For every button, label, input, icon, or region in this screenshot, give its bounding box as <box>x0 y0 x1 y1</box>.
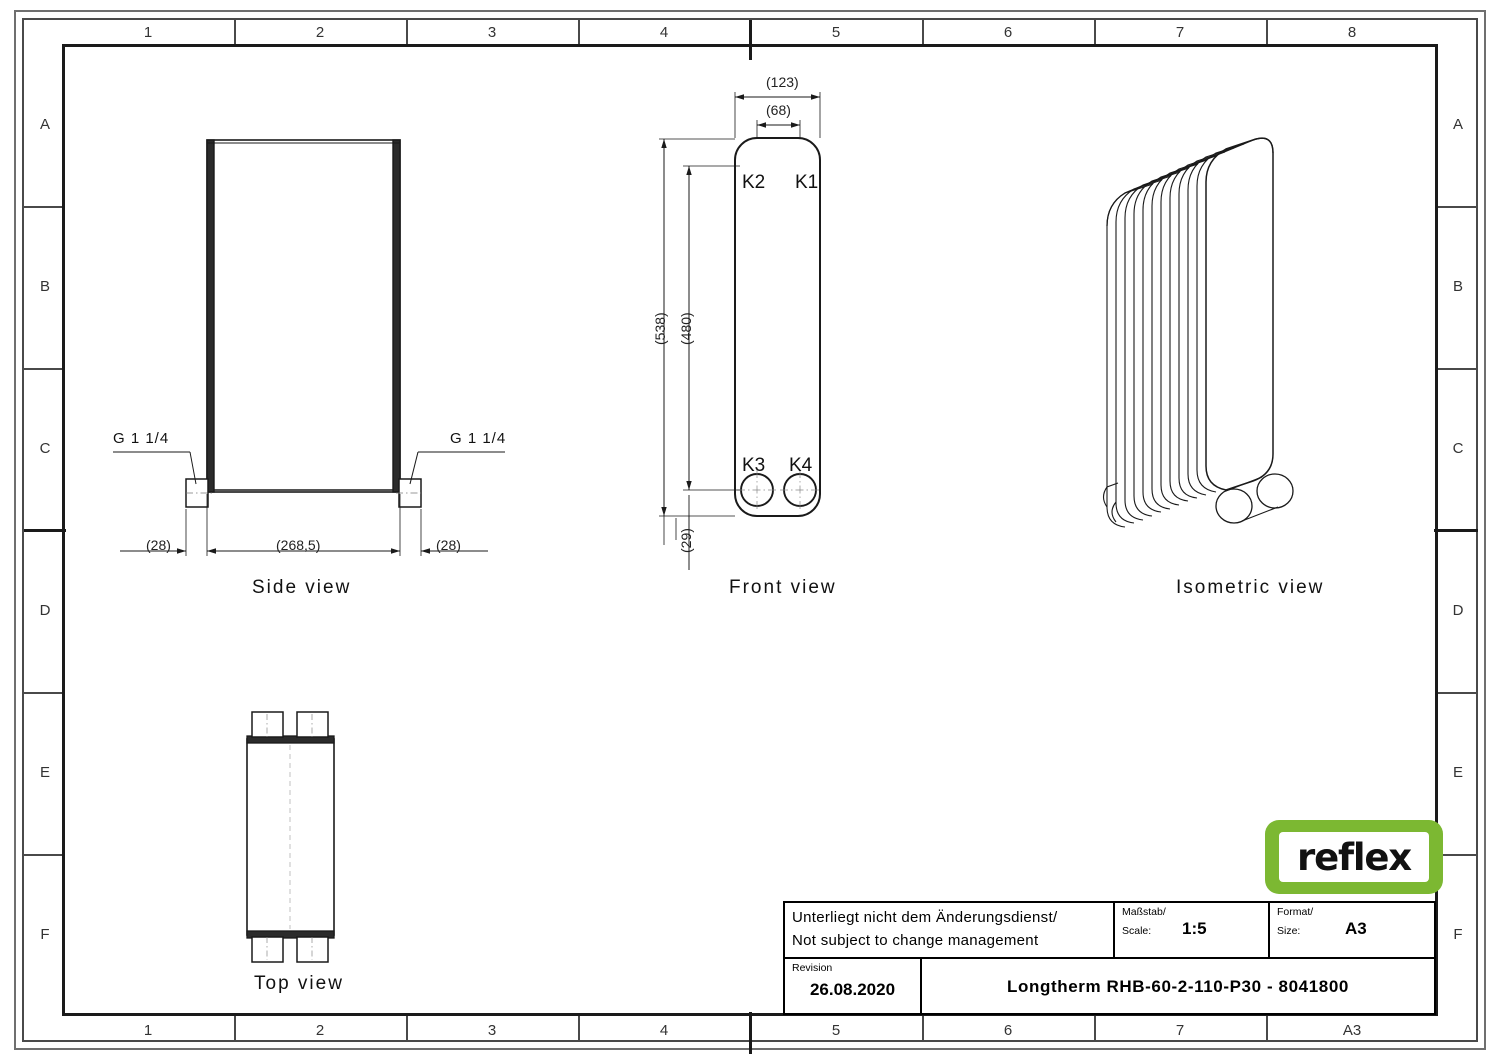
center-tick-top <box>748 20 752 60</box>
title-block: Unterliegt nicht dem Änderungsdienst/ No… <box>783 901 1436 1015</box>
grid-row-separator <box>1438 368 1478 370</box>
center-tick-left <box>24 528 66 532</box>
center-tick-bottom <box>748 1012 752 1054</box>
grid-col-bottom-7: 7 <box>1175 1022 1185 1039</box>
grid-row-right-E: E <box>1452 764 1463 781</box>
front-dim-bottom-offset: (29) <box>678 528 694 553</box>
grid-col-bottom-5: 5 <box>831 1022 841 1039</box>
side-dim-left-offset: (28) <box>146 537 171 553</box>
grid-row-left-C: C <box>39 440 51 457</box>
grid-col-bottom-A3: A3 <box>1342 1022 1362 1039</box>
grid-col-separator <box>922 18 924 44</box>
grid-row-right-A: A <box>1452 116 1463 133</box>
grid-col-separator <box>234 1016 236 1042</box>
front-dim-overall-height: (538) <box>652 312 668 345</box>
title-block-row-bottom: Revision 26.08.2020 Longtherm RHB-60-2-1… <box>785 959 1434 1013</box>
revision-value: 26.08.2020 <box>809 980 896 1000</box>
grid-col-separator <box>1094 1016 1096 1042</box>
grid-row-separator <box>22 854 62 856</box>
drawing-title: Longtherm RHB-60-2-110-P30 - 8041800 <box>1007 977 1349 996</box>
front-dim-port-spacing: (68) <box>766 102 791 118</box>
isometric-view-label: Isometric view <box>1176 577 1325 598</box>
grid-row-left-D: D <box>39 602 51 619</box>
port-label-k2: K2 <box>742 172 766 193</box>
front-dim-outer-width: (123) <box>766 74 799 90</box>
reflex-logo: reflex <box>1265 820 1443 894</box>
side-dim-right-offset: (28) <box>436 537 461 553</box>
format-label-en: Size: <box>1277 925 1301 938</box>
grid-col-bottom-2: 2 <box>315 1022 325 1039</box>
grid-row-left-B: B <box>39 278 50 295</box>
grid-row-right-C: C <box>1452 440 1464 457</box>
grid-col-separator <box>1094 18 1096 44</box>
center-tick-right <box>1434 528 1478 532</box>
grid-col-bottom-4: 4 <box>659 1022 669 1039</box>
port-label-k1: K1 <box>795 172 819 193</box>
port-label-k3: K3 <box>742 455 766 476</box>
scale-value: 1:5 <box>1182 919 1207 939</box>
scale-label-en: Scale: <box>1122 925 1152 938</box>
grid-col-separator <box>578 1016 580 1042</box>
drawing-title-cell: Longtherm RHB-60-2-110-P30 - 8041800 <box>922 959 1434 1013</box>
grid-row-left-A: A <box>39 116 50 133</box>
grid-col-separator <box>234 18 236 44</box>
grid-col-separator <box>1266 18 1268 44</box>
grid-col-separator <box>406 18 408 44</box>
grid-row-left-F: F <box>40 926 50 943</box>
grid-row-right-F: F <box>1453 926 1463 943</box>
grid-col-top-6: 6 <box>1003 24 1013 41</box>
front-view-label: Front view <box>729 577 837 598</box>
grid-row-right-B: B <box>1452 278 1463 295</box>
grid-col-top-3: 3 <box>487 24 497 41</box>
grid-col-bottom-3: 3 <box>487 1022 497 1039</box>
grid-row-right-D: D <box>1452 602 1464 619</box>
grid-col-top-2: 2 <box>315 24 325 41</box>
format-value: A3 <box>1345 919 1367 939</box>
grid-row-left-E: E <box>39 764 50 781</box>
logo-text: reflex <box>1297 835 1412 879</box>
grid-col-bottom-1: 1 <box>143 1022 153 1039</box>
grid-row-separator <box>22 368 62 370</box>
grid-col-bottom-6: 6 <box>1003 1022 1013 1039</box>
front-dim-port-center-height: (480) <box>678 312 694 345</box>
revision-label: Revision <box>792 962 833 974</box>
grid-row-separator <box>1438 692 1478 694</box>
grid-row-separator <box>1438 854 1478 856</box>
thread-callout-left: G 1 1/4 <box>113 430 170 447</box>
grid-col-top-7: 7 <box>1175 24 1185 41</box>
scale-cell: Maßstab/ Scale: 1:5 <box>1115 903 1270 957</box>
side-view-label: Side view <box>252 577 352 598</box>
note-line-de: Unterliegt nicht dem Änderungsdienst/ <box>792 909 1058 926</box>
grid-col-separator <box>922 1016 924 1042</box>
port-label-k4: K4 <box>789 455 813 476</box>
format-cell: Format/ Size: A3 <box>1270 903 1434 957</box>
grid-col-top-4: 4 <box>659 24 669 41</box>
title-block-row-top: Unterliegt nicht dem Änderungsdienst/ No… <box>785 903 1434 959</box>
grid-col-separator <box>406 1016 408 1042</box>
grid-col-top-5: 5 <box>831 24 841 41</box>
grid-col-separator <box>1266 1016 1268 1042</box>
format-label-de: Format/ <box>1277 906 1314 918</box>
scale-label-de: Maßstab/ <box>1122 906 1166 918</box>
grid-row-separator <box>22 206 62 208</box>
side-dim-body-width: (268,5) <box>276 537 321 553</box>
thread-callout-right: G 1 1/4 <box>450 430 507 447</box>
revision-cell: Revision 26.08.2020 <box>785 959 922 1013</box>
grid-row-separator <box>1438 206 1478 208</box>
logo-inner-panel: reflex <box>1279 832 1429 882</box>
grid-col-separator <box>578 18 580 44</box>
note-line-en: Not subject to change management <box>792 932 1039 950</box>
change-management-note: Unterliegt nicht dem Änderungsdienst/ No… <box>785 903 1115 957</box>
top-view-label: Top view <box>254 973 344 994</box>
grid-row-separator <box>22 692 62 694</box>
grid-col-top-1: 1 <box>143 24 153 41</box>
grid-col-top-8: 8 <box>1347 24 1357 41</box>
